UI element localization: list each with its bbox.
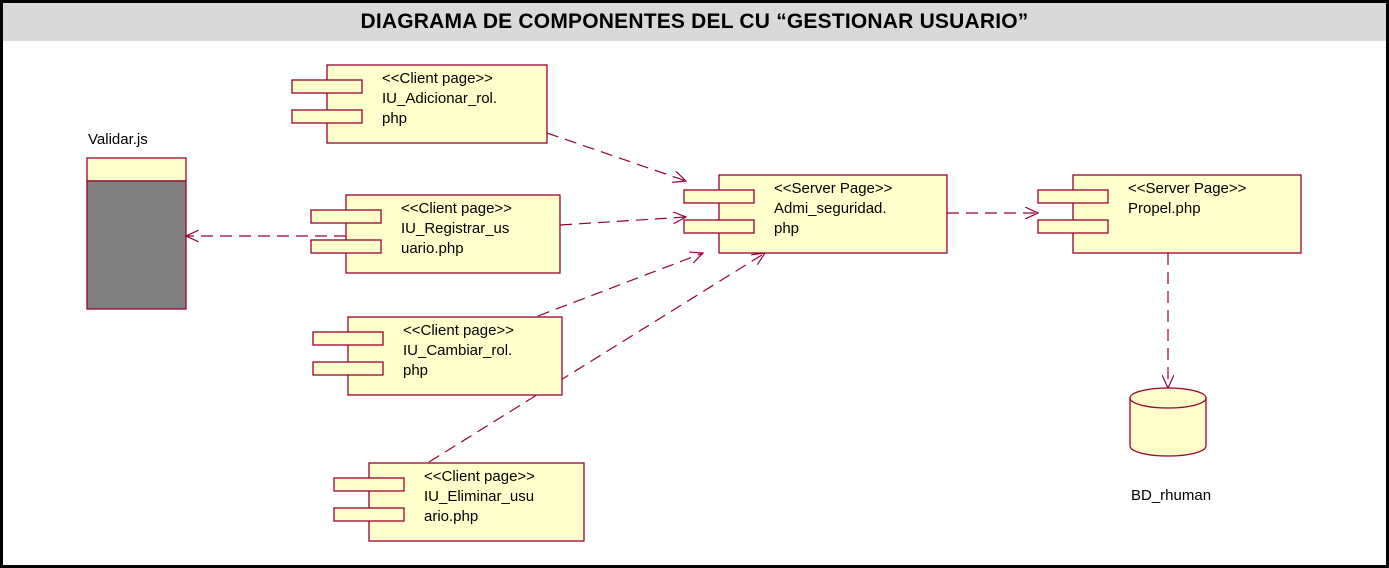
stereotype-label: <<Client page>> [401,200,512,217]
component-name-label: php [403,362,428,379]
database-label: BD_rhuman [1131,487,1211,504]
component-port [1037,189,1109,204]
validar-js-body [86,180,187,310]
dependency-edges [186,132,1168,463]
component-port [312,361,384,376]
component-name-label: uario.php [401,240,464,257]
database-bd-rhuman[interactable]: BD_rhuman [1129,387,1211,504]
component-body [347,316,563,396]
component-admi[interactable]: <<Server Page>> Admi_seguridad.php [683,174,948,254]
component-port [333,477,405,492]
component-body [1072,174,1302,254]
component-registrar[interactable]: <<Client page>> IU_Registrar_us uario.php [310,194,561,274]
dependency-arrow-eliminar-to-admi [428,253,765,463]
dependency-arrow-adicionar-to-admi [546,132,686,181]
dependency-arrow-cambiar-to-admi [537,253,703,317]
database-cylinder-top [1129,387,1207,409]
component-body [718,174,948,254]
component-port [683,189,755,204]
component-name-label: Admi_seguridad. [774,200,887,217]
stereotype-label: <<Client page>> [424,468,535,485]
diagram-title: DIAGRAMA DE COMPONENTES DEL CU “GESTIONA… [360,10,1029,33]
validar-js-file[interactable]: Validar.js [86,131,187,310]
component-port [291,109,363,124]
component-name-label: Propel.php [1128,200,1201,217]
component-name-label: IU_Eliminar_usu [424,488,534,505]
component-adicionar[interactable]: <<Client page>> IU_Adicionar_rol.php [291,64,548,144]
component-port [310,209,382,224]
component-port [683,219,755,234]
component-name-label: IU_Adicionar_rol. [382,90,497,107]
diagram-nodes: <<Client page>>IU_Adicionar_rol.php<<Cli… [86,64,1302,542]
validar-js-label: Validar.js [88,131,148,148]
stereotype-label: <<Server Page>> [1128,180,1247,197]
title-bar: DIAGRAMA DE COMPONENTES DEL CU “GESTIONA… [3,3,1386,41]
component-propel[interactable]: <<Server Page>> Propel.php [1037,174,1302,254]
stereotype-label: <<Server Page>> [774,180,893,197]
component-body [368,462,585,542]
component-port [291,79,363,94]
stereotype-label: <<Client page>> [382,70,493,87]
component-port [312,331,384,346]
component-cambiar[interactable]: <<Client page>> IU_Cambiar_rol.php [312,316,563,396]
component-port [310,239,382,254]
component-port [333,507,405,522]
database-cylinder-body [1129,398,1207,457]
stereotype-label: <<Client page>> [403,322,514,339]
dependency-arrow-registrar-to-admi [559,217,686,226]
component-name-label: php [382,110,407,127]
component-name-label: IU_Cambiar_rol. [403,342,512,359]
component-body [326,64,548,144]
component-name-label: IU_Registrar_us [401,220,509,237]
validar-js-header [86,157,187,182]
component-name-label: php [774,220,799,237]
component-port [1037,219,1109,234]
component-eliminar[interactable]: <<Client page>> IU_Eliminar_usu ario.php [333,462,585,542]
component-name-label: ario.php [424,508,478,525]
component-body [345,194,561,274]
